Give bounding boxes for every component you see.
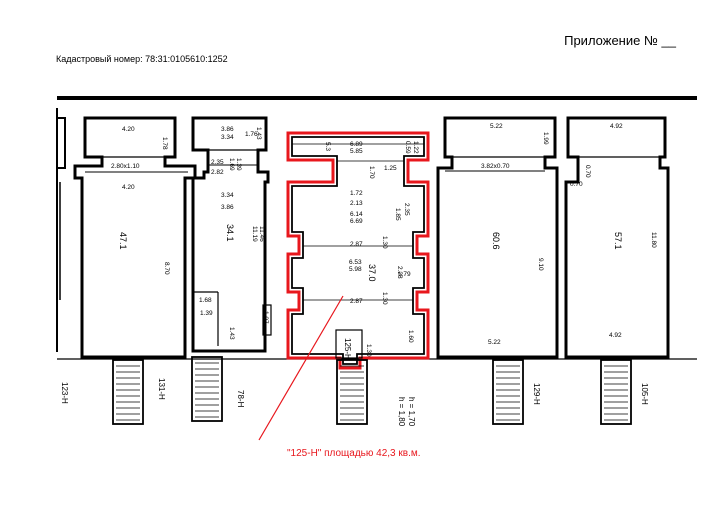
dim-label: 5.3 <box>324 142 331 151</box>
unit-label-129: 129-Н <box>532 383 541 405</box>
dim-label: 2.87 <box>350 298 363 305</box>
dim-label: 5.22 <box>490 123 503 130</box>
dim-label: 1.30 <box>381 236 388 249</box>
dim-label: 1.39 <box>235 158 242 171</box>
unit-label-131: 131-Н <box>157 378 166 400</box>
stair-pit <box>492 359 524 425</box>
unit-label-123: 123-Н <box>60 382 69 404</box>
dim-label: 5.85 <box>350 148 363 155</box>
dim-label: 6.69 <box>350 218 363 225</box>
left-fragment <box>56 117 66 169</box>
dim-label: 1.76 <box>245 131 258 138</box>
dim-label: 3.86 <box>221 204 234 211</box>
dim-label: 4.92 <box>610 123 623 130</box>
dim-label: 5.98 <box>349 266 362 273</box>
dim-label: 3.34 <box>221 192 234 199</box>
room-78-h: 3.86 3.34 1.76 1.43 2.35 2.82 1.69 1.39 … <box>191 116 272 353</box>
dim-label: 6.14 <box>350 211 363 218</box>
dim-label: 1.78 <box>161 137 168 150</box>
area-note: "125-Н" площадью 42,3 кв.м. <box>287 448 421 459</box>
dim-label: 1.30 <box>381 292 388 305</box>
dim-label: 0.59 <box>404 141 411 154</box>
dim-label: 2.35 <box>211 159 224 166</box>
room-125-h: 6.89 5.85 0.59 1.22 5.3 1.70 1.25 1.72 2… <box>286 131 430 370</box>
dim-label: 4.92 <box>609 332 622 339</box>
dim-label: 11.46 <box>258 226 265 242</box>
appendix-number: Приложение № __ <box>564 33 676 48</box>
dim-label: 0.70 <box>584 165 591 178</box>
area-label: 37.0 <box>367 264 377 282</box>
stair-pits <box>112 356 632 425</box>
dim-label: 2.35 <box>403 203 410 216</box>
dim-label: 11.19 <box>251 226 258 242</box>
stair-pit <box>600 359 632 425</box>
area-label: 34.1 <box>225 224 235 242</box>
dim-label: 3.34 <box>221 134 234 141</box>
area-label: 57.1 <box>613 232 623 250</box>
unit-label-125: 125-Н <box>343 338 352 360</box>
dim-label: 1.07 <box>262 311 269 324</box>
dim-label: 1.79 <box>398 271 411 278</box>
dim-label: 1.99 <box>542 132 549 145</box>
dim-label: 1.43 <box>255 127 262 140</box>
room-123-h: 4.20 1.78 2.80x1.10 4.20 8.70 47.1 <box>73 116 197 359</box>
dim-label: 2.87 <box>350 241 363 248</box>
dim-label: 1.60 <box>407 330 414 343</box>
dim-label: 4.20 <box>122 126 135 133</box>
dim-label: 1.22 <box>412 141 419 154</box>
dim-label: 1.25 <box>384 165 397 172</box>
dim-label: 11.80 <box>650 232 657 248</box>
height-note-1: h = 1,70 <box>407 397 416 427</box>
dim-label: 2.80x1.10 <box>111 163 140 170</box>
dim-label: 1.85 <box>394 208 401 221</box>
dim-label: 1.39 <box>200 310 213 317</box>
dim-label: 3.82x0.70 <box>481 163 510 170</box>
dim-label: 5.22 <box>488 339 501 346</box>
dim-label: 9.10 <box>537 258 544 271</box>
dim-label: 8.70 <box>163 262 170 275</box>
cadastral-number: Кадастровый номер: 78:31:0105610:1252 <box>56 54 228 64</box>
dim-label: 3.86 <box>221 126 234 133</box>
dim-label: 1.69 <box>228 158 235 171</box>
height-note-2: h = 1,80 <box>397 397 406 427</box>
dim-label: 4.20 <box>122 184 135 191</box>
stair-pit <box>112 359 144 425</box>
dim-label: 1.70 <box>368 166 375 179</box>
dim-label: 0.70 <box>570 181 583 188</box>
dim-label: 2.82 <box>211 169 224 176</box>
dim-label: 1.72 <box>350 190 363 197</box>
dim-label: 1.43 <box>228 327 235 340</box>
area-label: 47.1 <box>118 232 128 250</box>
room-129-h: 5.22 1.99 3.82x0.70 9.10 5.22 60.6 <box>436 116 559 359</box>
room-105-h: 4.92 0.70 0.70 11.80 4.92 57.1 <box>564 116 670 359</box>
area-label: 60.6 <box>491 232 501 250</box>
dim-label: 1.68 <box>199 297 212 304</box>
dim-label: 6.89 <box>350 141 363 148</box>
dim-label: 2.13 <box>350 200 363 207</box>
dim-label: 1.30 <box>365 344 372 357</box>
unit-label-105: 105-Н <box>640 383 649 405</box>
dim-label: 2.28 <box>396 266 403 279</box>
pointer-line <box>258 295 344 441</box>
stair-pit <box>336 359 368 425</box>
unit-label-78: 78-Н <box>236 390 245 408</box>
stair-pit <box>191 356 223 422</box>
dim-label: 6.53 <box>349 259 362 266</box>
